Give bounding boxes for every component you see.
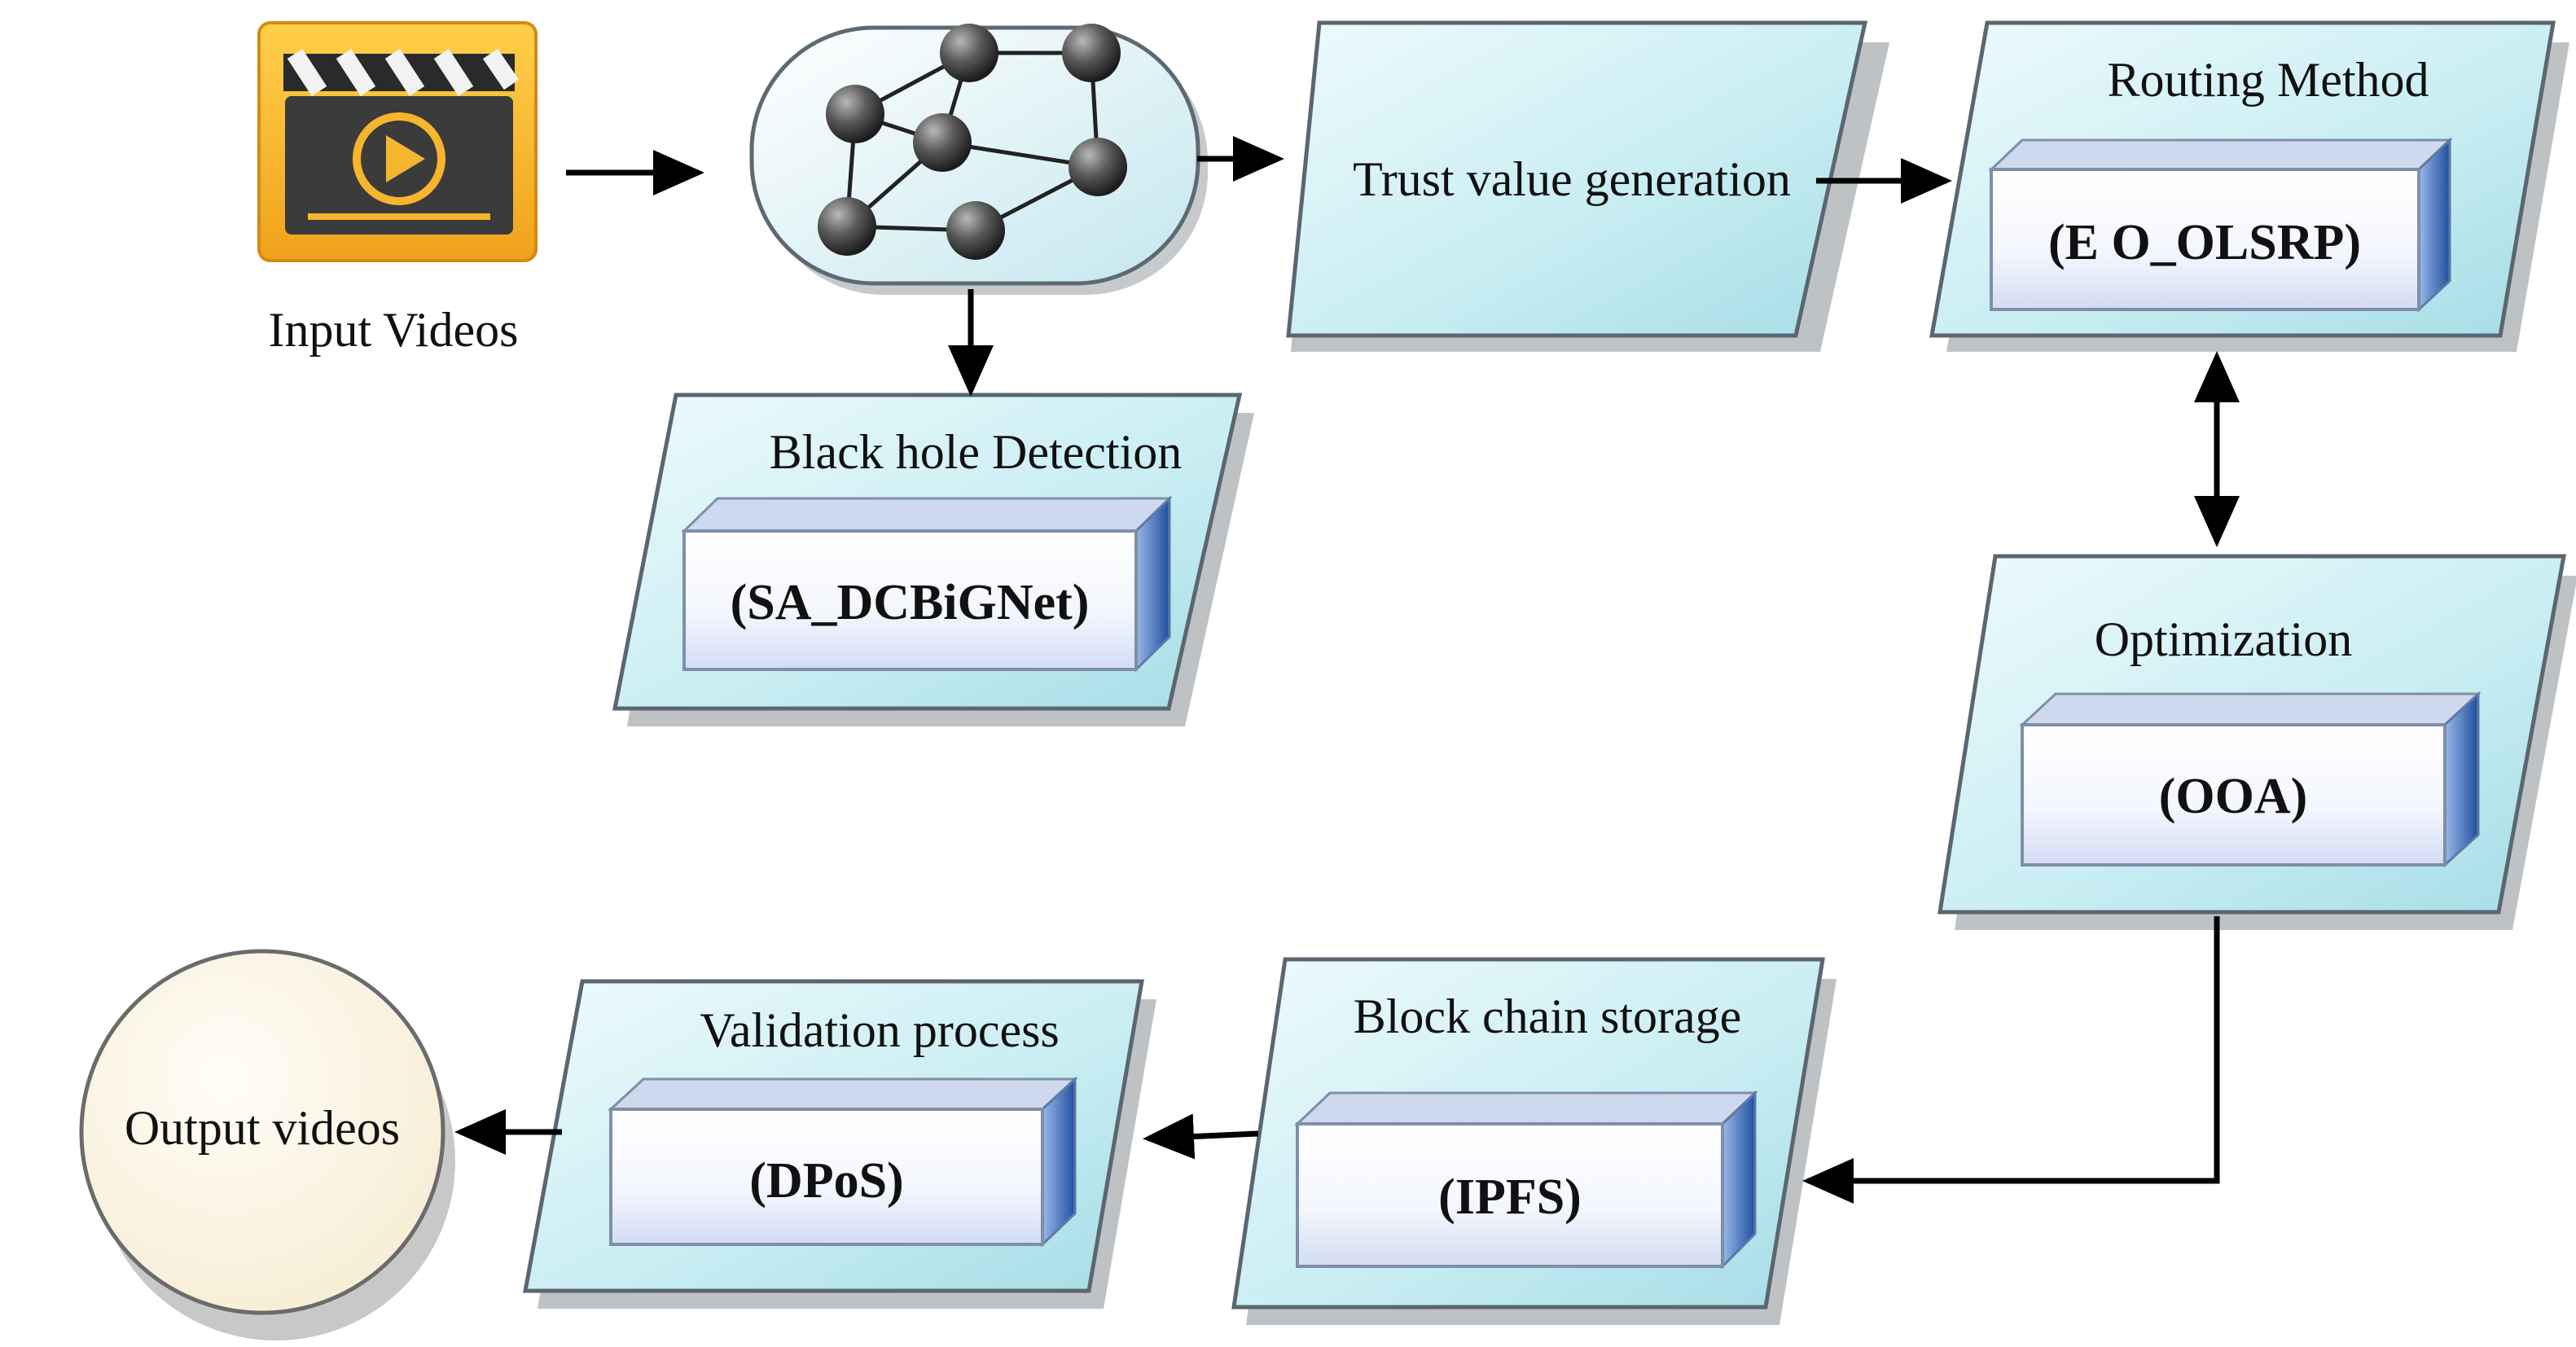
output-videos-node: Output videos [79, 949, 455, 1340]
block-chain-storage-bar: (IPFS) [1294, 1090, 1758, 1270]
routing-method-label: Routing Method [2107, 53, 2429, 107]
optimization-node: Optimization (OOA) [1937, 554, 2576, 930]
routing-method-node: Routing Method (E O_OLSRP) [1929, 20, 2569, 352]
network-graph-node [749, 24, 1208, 295]
input-videos-label: Input Videos [269, 303, 519, 357]
output-videos-label: Output videos [125, 1101, 400, 1155]
routing-method-value: (E O_OLSRP) [2048, 215, 2361, 270]
routing-method-bar: (E O_OLSRP) [1988, 137, 2453, 313]
validation-process-value: (DPoS) [749, 1153, 903, 1209]
trust-value-node: Trust value generation [1286, 20, 1889, 352]
block-chain-storage-value: (IPFS) [1438, 1169, 1582, 1225]
input-videos-node: Input Videos [257, 21, 538, 357]
optimization-bar: (OOA) [2019, 691, 2482, 868]
black-hole-detection-node: Black hole Detection (SA_DCBiGNet) [612, 393, 1254, 726]
trust-value-label: Trust value generation [1353, 152, 1791, 206]
video-clapperboard-icon [257, 21, 538, 262]
network-nodes [818, 24, 1127, 260]
black-hole-detection-value: (SA_DCBiGNet) [731, 575, 1090, 630]
block-chain-storage-label: Block chain storage [1354, 989, 1742, 1043]
flow-edges [454, 136, 2240, 1204]
black-hole-detection-label: Black hole Detection [770, 425, 1182, 479]
validation-process-label: Validation process [700, 1003, 1060, 1057]
edge-blockchain-to-validation [1143, 1113, 1259, 1160]
optimization-label: Optimization [2095, 612, 2353, 666]
validation-process-bar: (DPoS) [608, 1076, 1078, 1248]
block-chain-storage-node: Block chain storage (IPFS) [1231, 957, 1837, 1325]
black-hole-detection-bar: (SA_DCBiGNet) [681, 495, 1173, 673]
validation-process-node: Validation process (DPoS) [522, 979, 1156, 1309]
optimization-value: (OOA) [2159, 769, 2308, 824]
edge-optimization-to-blockchain [1802, 916, 2220, 1204]
